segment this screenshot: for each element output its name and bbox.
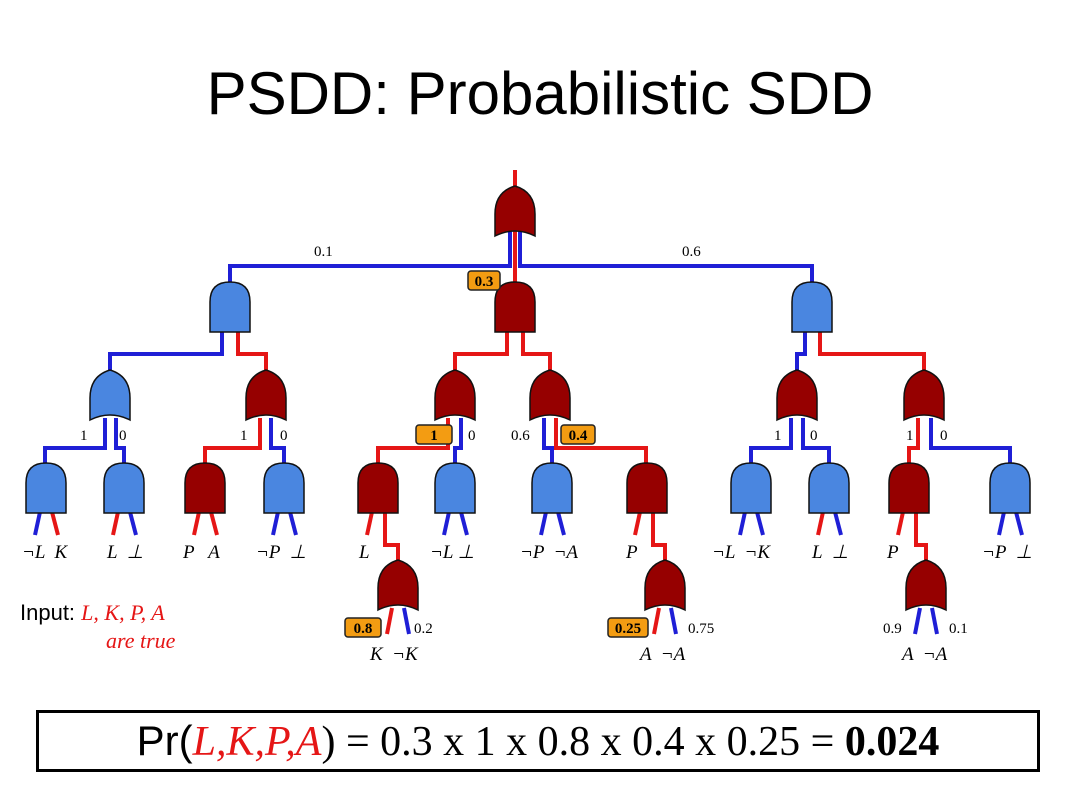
and-leaf-10 bbox=[808, 462, 850, 514]
and-leaf-1 bbox=[25, 462, 67, 514]
and-leaf-2 bbox=[103, 462, 145, 514]
or-gate-5 bbox=[776, 369, 818, 421]
sub-or-gate-2 bbox=[644, 559, 686, 611]
label-or3-left: 1 bbox=[430, 428, 438, 444]
and-leaf-4 bbox=[263, 462, 305, 514]
formula-vars: L,K,P,A bbox=[192, 719, 322, 765]
and-gate-right bbox=[791, 281, 833, 333]
leaf-label-3: P A bbox=[182, 542, 220, 563]
leaf-label-6: ¬L ⊥ bbox=[430, 542, 474, 563]
leaf-label-2: L ⊥ bbox=[106, 542, 143, 563]
label-or1-left: 1 bbox=[80, 428, 88, 444]
leaf-label-1: ¬L K bbox=[22, 542, 69, 563]
label-or4-right: 0.4 bbox=[569, 428, 588, 444]
page-title: PSDD: Probabilistic SDD bbox=[206, 60, 874, 127]
badge-sub1-left bbox=[344, 617, 382, 638]
formula-result: 0.024 bbox=[844, 719, 940, 765]
leaf-label-5: L bbox=[358, 542, 370, 563]
leaf-label-4: ¬P ⊥ bbox=[256, 542, 306, 563]
label-or4-left: 0.6 bbox=[511, 428, 530, 444]
label-or2-left: 1 bbox=[240, 428, 248, 444]
sub-or-gate-1 bbox=[377, 559, 419, 611]
leaf-label-11: P bbox=[886, 542, 899, 563]
or-gate-1 bbox=[89, 369, 131, 421]
label-or1-right: 0 bbox=[119, 428, 127, 444]
leaf-labels: ¬L K L ⊥ P A ¬P ⊥ L ¬L ⊥ ¬P ¬A P ¬L ¬K L… bbox=[22, 542, 1032, 665]
root-or-gate bbox=[494, 185, 536, 237]
label-root-right: 0.6 bbox=[682, 244, 701, 260]
or-gate-3 bbox=[434, 369, 476, 421]
sub-label-3: A ¬A bbox=[900, 644, 948, 665]
label-sub2-right: 0.75 bbox=[688, 621, 714, 637]
psdd-circuit-diagram: 0.1 0.6 0.3 1 0 1 0 1 0 0.6 0.4 1 0 1 0 … bbox=[22, 170, 1032, 665]
wires bbox=[33, 170, 1024, 635]
or-gate-4 bbox=[529, 369, 571, 421]
input-note-line2: are true bbox=[106, 628, 176, 653]
sub-label-1: K ¬K bbox=[369, 644, 419, 665]
label-or5-right: 0 bbox=[810, 428, 818, 444]
input-note-line1: Input: L, K, P, A bbox=[20, 600, 175, 626]
formula-prefix: Pr( bbox=[136, 717, 193, 764]
badge-root-mid bbox=[467, 270, 501, 291]
input-note-prefix: Input: bbox=[20, 600, 82, 625]
and-leaf-6 bbox=[434, 462, 476, 514]
and-gate-middle bbox=[494, 281, 536, 333]
input-note-vars: L, K, P, A bbox=[81, 600, 165, 625]
and-leaf-9 bbox=[730, 462, 772, 514]
label-or2-right: 0 bbox=[280, 428, 288, 444]
leaf-label-7: ¬P ¬A bbox=[520, 542, 578, 563]
leaf-label-9: ¬L ¬K bbox=[712, 542, 771, 563]
and-leaf-5 bbox=[357, 462, 399, 514]
leaf-label-12: ¬P ⊥ bbox=[982, 542, 1032, 563]
sub-label-2: A ¬A bbox=[638, 644, 686, 665]
and-leaf-7 bbox=[531, 462, 573, 514]
label-sub1-left: 0.8 bbox=[354, 621, 373, 637]
and-leaf-11 bbox=[888, 462, 930, 514]
and-leaf-8 bbox=[626, 462, 668, 514]
label-sub3-left: 0.9 bbox=[883, 621, 902, 637]
probability-formula-box: Pr(L,K,P,A) = 0.3 x 1 x 0.8 x 0.4 x 0.25… bbox=[36, 710, 1040, 772]
label-root-mid: 0.3 bbox=[475, 274, 494, 290]
formula-body: ) = 0.3 x 1 x 0.8 x 0.4 x 0.25 = bbox=[321, 719, 845, 765]
label-root-left: 0.1 bbox=[314, 244, 333, 260]
badge-or3-left bbox=[415, 424, 453, 445]
leaf-label-10: L ⊥ bbox=[811, 542, 848, 563]
label-sub1-right: 0.2 bbox=[414, 621, 433, 637]
edge-labels: 0.1 0.6 0.3 1 0 1 0 1 0 0.6 0.4 1 0 1 0 … bbox=[80, 244, 968, 638]
label-or3-right: 0 bbox=[468, 428, 476, 444]
and-leaf-12 bbox=[989, 462, 1031, 514]
or-gate-6 bbox=[903, 369, 945, 421]
and-gate-left bbox=[209, 281, 251, 333]
leaf-label-8: P bbox=[625, 542, 638, 563]
input-note: Input: L, K, P, A are true bbox=[20, 600, 175, 654]
badge-sub2-left bbox=[607, 617, 649, 638]
sub-or-gate-3 bbox=[905, 559, 947, 611]
or-gate-2 bbox=[245, 369, 287, 421]
label-sub3-right: 0.1 bbox=[949, 621, 968, 637]
label-or5-left: 1 bbox=[774, 428, 782, 444]
badge-or4-right bbox=[560, 424, 596, 445]
label-or6-right: 0 bbox=[940, 428, 948, 444]
and-leaf-3 bbox=[184, 462, 226, 514]
label-sub2-left: 0.25 bbox=[615, 621, 641, 637]
label-or6-left: 1 bbox=[906, 428, 914, 444]
